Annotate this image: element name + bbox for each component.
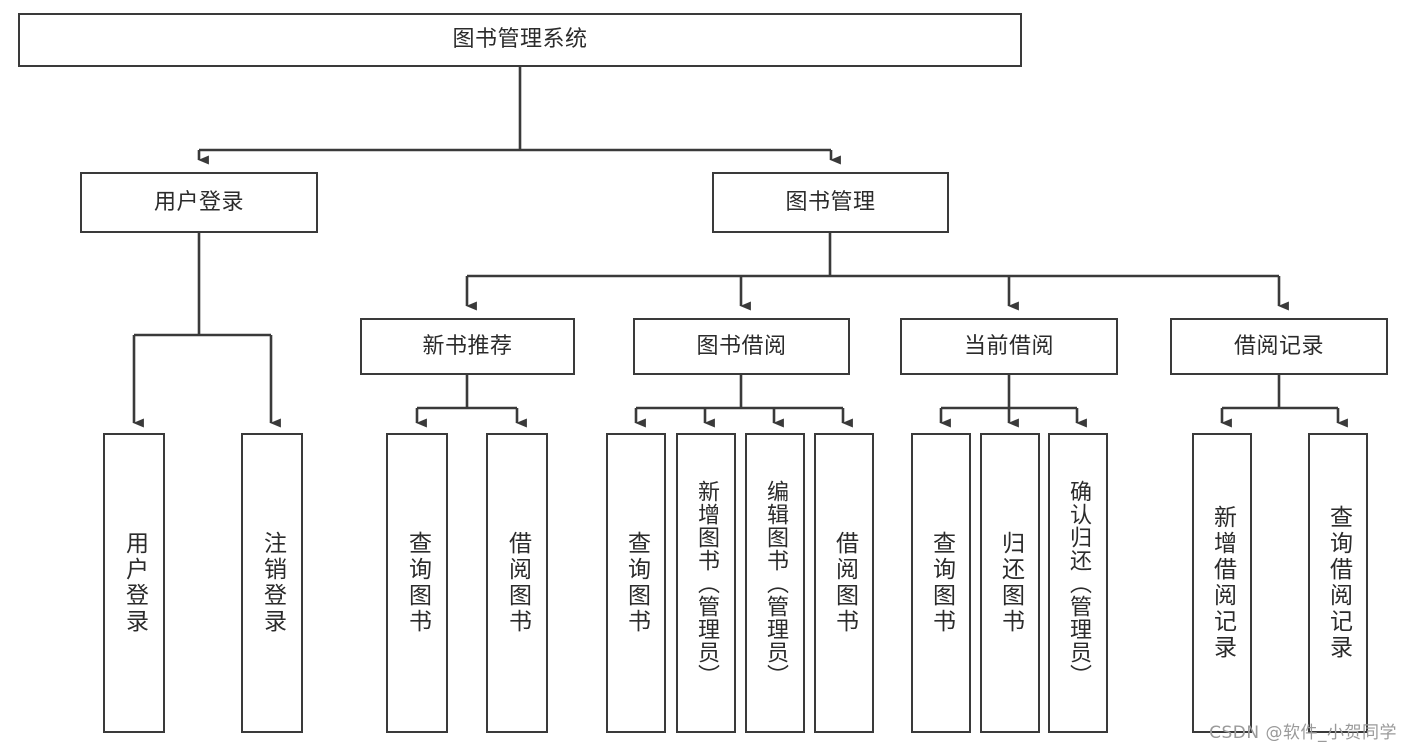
node-current-borrow-label: 当前借阅 — [963, 333, 1054, 359]
node-borrow-record-label: 借阅记录 — [1233, 333, 1324, 359]
node-leaf-logout-login[interactable]: 注销登录 — [241, 433, 303, 733]
node-leaf-query-book-2[interactable]: 查询图书 — [606, 433, 666, 733]
node-leaf-query-record-label: 查询借阅记录 — [1325, 505, 1352, 661]
node-leaf-query-record[interactable]: 查询借阅记录 — [1308, 433, 1368, 733]
node-book-manage-label: 图书管理 — [785, 189, 876, 215]
node-borrow-record[interactable]: 借阅记录 — [1170, 318, 1388, 375]
node-current-borrow[interactable]: 当前借阅 — [900, 318, 1118, 375]
node-leaf-borrow-book-1-label: 借阅图书 — [504, 531, 531, 635]
node-user-login[interactable]: 用户登录 — [80, 172, 318, 233]
node-leaf-query-book-3[interactable]: 查询图书 — [911, 433, 971, 733]
node-leaf-user-login-label: 用户登录 — [121, 531, 148, 635]
node-book-manage[interactable]: 图书管理 — [712, 172, 949, 233]
node-book-borrow-label: 图书借阅 — [696, 333, 787, 359]
node-new-book-recommend-label: 新书推荐 — [422, 333, 513, 359]
node-leaf-query-book-2-label: 查询图书 — [623, 531, 650, 635]
node-leaf-logout-login-label: 注销登录 — [259, 531, 286, 635]
node-leaf-borrow-book-2-label: 借阅图书 — [831, 531, 858, 635]
node-book-borrow[interactable]: 图书借阅 — [633, 318, 850, 375]
node-user-login-label: 用户登录 — [153, 189, 244, 215]
node-leaf-edit-book[interactable]: 编辑图书（管理员） — [745, 433, 805, 733]
node-leaf-return-book[interactable]: 归还图书 — [980, 433, 1040, 733]
node-leaf-confirm-return[interactable]: 确认归还（管理员） — [1048, 433, 1108, 733]
node-root-system[interactable]: 图书管理系统 — [18, 13, 1022, 67]
node-leaf-user-login[interactable]: 用户登录 — [103, 433, 165, 733]
watermark-text: CSDN @软件_小贺同学 — [1209, 723, 1397, 743]
node-leaf-edit-book-label: 编辑图书（管理员） — [763, 479, 788, 687]
node-leaf-add-book-label: 新增图书（管理员） — [694, 479, 719, 687]
node-leaf-borrow-book-2[interactable]: 借阅图书 — [814, 433, 874, 733]
node-leaf-return-book-label: 归还图书 — [997, 531, 1024, 635]
node-leaf-query-book-1[interactable]: 查询图书 — [386, 433, 448, 733]
node-leaf-add-book[interactable]: 新增图书（管理员） — [676, 433, 736, 733]
node-root-system-label: 图书管理系统 — [452, 27, 588, 53]
node-leaf-confirm-return-label: 确认归还（管理员） — [1066, 479, 1091, 687]
node-leaf-add-record-label: 新增借阅记录 — [1209, 505, 1236, 661]
node-new-book-recommend[interactable]: 新书推荐 — [360, 318, 575, 375]
node-leaf-query-book-3-label: 查询图书 — [928, 531, 955, 635]
node-leaf-query-book-1-label: 查询图书 — [404, 531, 431, 635]
node-leaf-add-record[interactable]: 新增借阅记录 — [1192, 433, 1252, 733]
node-leaf-borrow-book-1[interactable]: 借阅图书 — [486, 433, 548, 733]
